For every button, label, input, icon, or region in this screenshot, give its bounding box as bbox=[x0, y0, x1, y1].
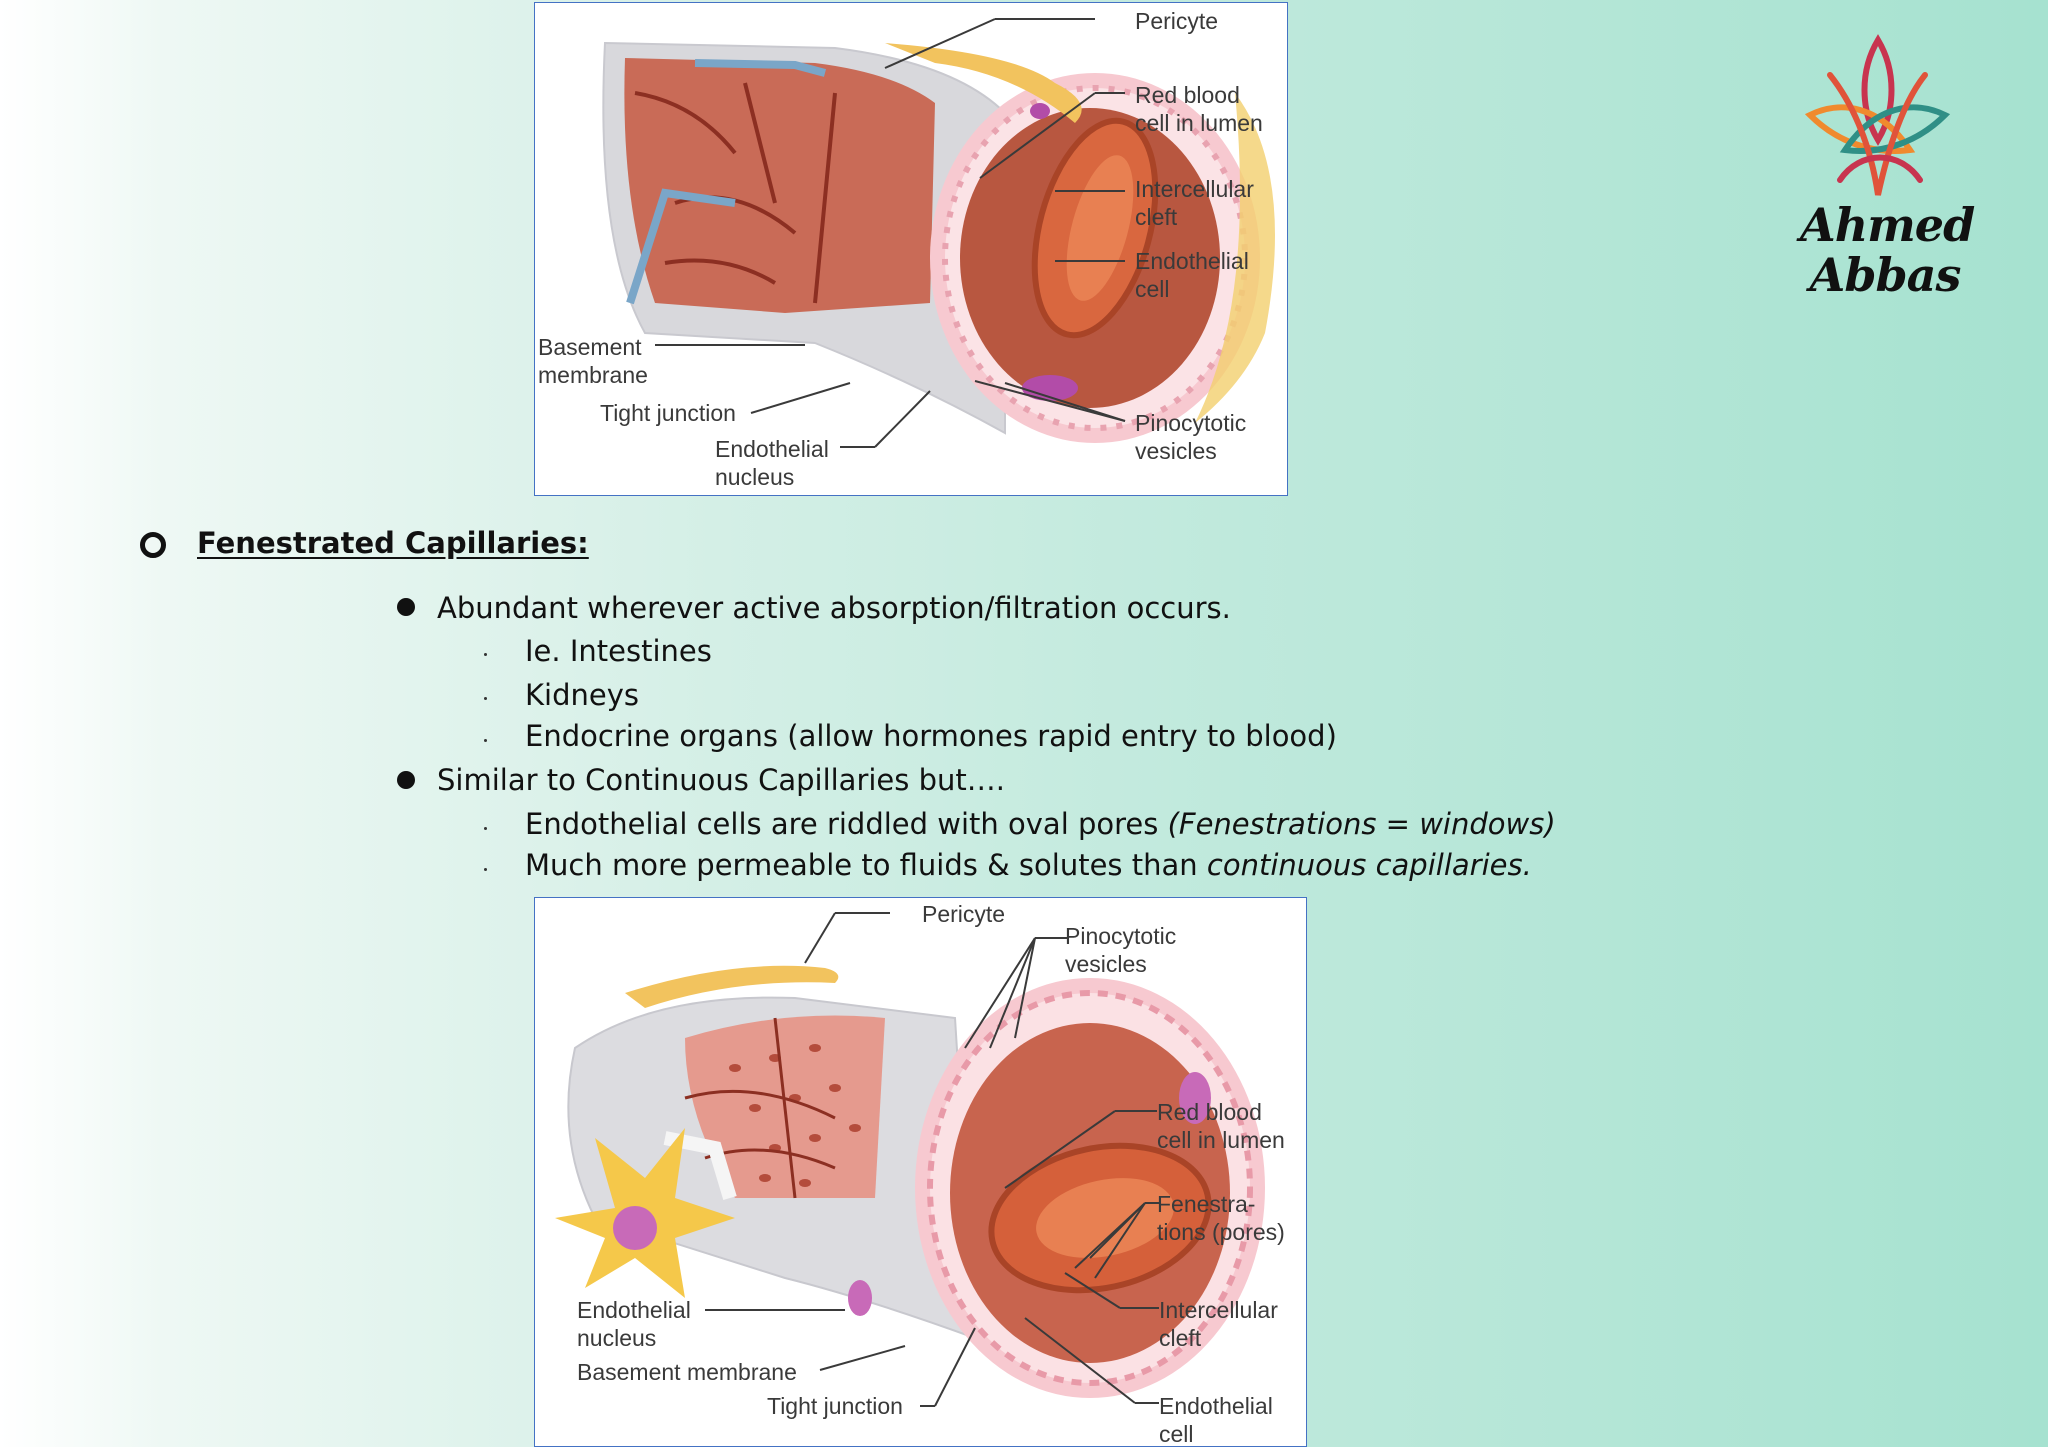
fenestrated-capillary-figure: Pericyte Pinocytotic vesicles Red blood … bbox=[534, 897, 1307, 1447]
continuous-capillary-illustration bbox=[602, 18, 1275, 448]
continuous-capillary-figure: Pericyte Red blood cell in lumen Interce… bbox=[534, 2, 1288, 496]
sub-bullet-2-2-italic: continuous capillaries. bbox=[1206, 848, 1532, 882]
label-basement-membrane: Basement membrane bbox=[577, 1359, 797, 1385]
small-dot-bullet-icon bbox=[484, 653, 487, 656]
label-basement-membrane: Basement membrane bbox=[538, 334, 648, 388]
label-pinocytotic-vesicles: Pinocytotic vesicles bbox=[1065, 923, 1177, 977]
label-pinocytotic-vesicles: Pinocytotic vesicles bbox=[1135, 410, 1247, 464]
sub-bullet-1-3: Endocrine organs (allow hormones rapid e… bbox=[525, 719, 1337, 753]
label-pericyte: Pericyte bbox=[922, 901, 1006, 927]
label-endothelial-nucleus: Endothelial nucleus bbox=[577, 1297, 691, 1351]
label-fenestrations: Fenestra- tions (pores) bbox=[1157, 1191, 1285, 1245]
label-endothelial-cell: Endothelial cell bbox=[1135, 248, 1249, 302]
bullet-1-text: Abundant wherever active absorption/filt… bbox=[437, 591, 1231, 625]
sub-bullet-1-1: Ie. Intestines bbox=[525, 634, 712, 668]
small-dot-bullet-icon bbox=[484, 739, 487, 742]
logo-wordmark: Ahmed Abbas bbox=[1800, 198, 1975, 302]
ahmed-abbas-logo bbox=[1804, 34, 1951, 196]
label-pericyte: Pericyte bbox=[1135, 8, 1219, 34]
small-dot-bullet-icon bbox=[484, 697, 487, 700]
label-endothelial-nucleus: Endothelial nucleus bbox=[715, 436, 829, 490]
small-dot-bullet-icon bbox=[484, 827, 487, 830]
bullet-2-text: Similar to Continuous Capillaries but…. bbox=[437, 763, 1005, 797]
filled-bullet-icon bbox=[397, 598, 415, 616]
sub-bullet-2-1-text: Endothelial cells are riddled with oval … bbox=[525, 807, 1168, 841]
fenestrated-capillary-illustration bbox=[555, 912, 1265, 1407]
sub-bullet-2-2-text: Much more permeable to fluids & solutes … bbox=[525, 848, 1207, 882]
filled-bullet-icon bbox=[397, 771, 415, 789]
hollow-circle-bullet-icon bbox=[140, 532, 166, 558]
label-tight-junction: Tight junction bbox=[600, 400, 736, 426]
sub-bullet-2-2: Much more permeable to fluids & solutes … bbox=[525, 848, 1532, 882]
label-tight-junction: Tight junction bbox=[767, 1393, 903, 1419]
label-intercellular-cleft: Intercellular cleft bbox=[1159, 1297, 1278, 1351]
label-intercellular-cleft: Intercellular cleft bbox=[1135, 176, 1254, 230]
section-heading: Fenestrated Capillaries: bbox=[197, 526, 589, 560]
label-endothelial-cell: Endothelial cell bbox=[1159, 1393, 1273, 1447]
sub-bullet-1-2: Kidneys bbox=[525, 678, 639, 712]
small-dot-bullet-icon bbox=[484, 868, 487, 871]
label-red-blood-cell: Red blood cell in lumen bbox=[1157, 1099, 1285, 1153]
sub-bullet-2-1-italic: (Fenestrations = windows) bbox=[1167, 807, 1556, 841]
label-red-blood-cell: Red blood cell in lumen bbox=[1135, 82, 1263, 136]
sub-bullet-2-1: Endothelial cells are riddled with oval … bbox=[525, 807, 1556, 841]
